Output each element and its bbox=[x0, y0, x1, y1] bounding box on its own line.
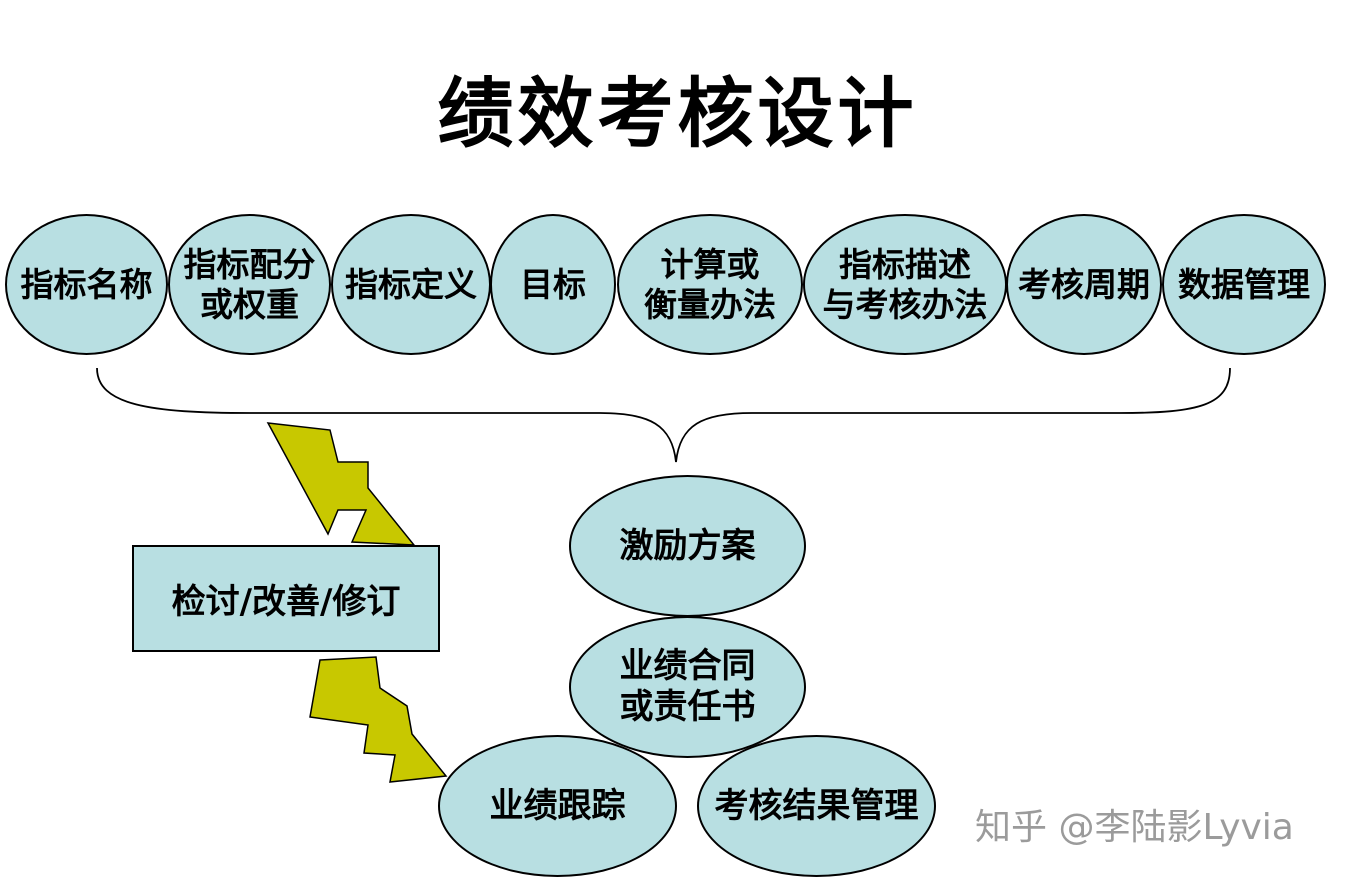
indicator-calculation: 计算或 衡量办法 bbox=[617, 214, 803, 355]
performance-tracking: 业绩跟踪 bbox=[438, 735, 677, 877]
diagram-title: 绩效考核设计 bbox=[437, 69, 918, 158]
review-box: 检讨/改善/修订 bbox=[132, 545, 440, 652]
performance-contract: 业绩合同 或责任书 bbox=[569, 616, 806, 758]
indicator-cycle: 考核周期 bbox=[1006, 214, 1162, 355]
indicator-weight: 指标配分 或权重 bbox=[168, 214, 331, 355]
incentive-plan: 激励方案 bbox=[569, 475, 806, 617]
indicator-target: 目标 bbox=[490, 214, 616, 355]
indicator-definition: 指标定义 bbox=[331, 214, 491, 355]
watermark: 知乎 @李陆影Lyvia bbox=[975, 807, 1294, 848]
grouping-brace bbox=[96, 367, 1231, 463]
indicator-name: 指标名称 bbox=[5, 214, 168, 355]
indicator-description: 指标描述 与考核办法 bbox=[803, 214, 1007, 355]
arrow-lower bbox=[309, 656, 448, 783]
result-management: 考核结果管理 bbox=[697, 735, 936, 877]
arrow-upper bbox=[266, 422, 416, 546]
indicator-data-management: 数据管理 bbox=[1162, 214, 1326, 355]
